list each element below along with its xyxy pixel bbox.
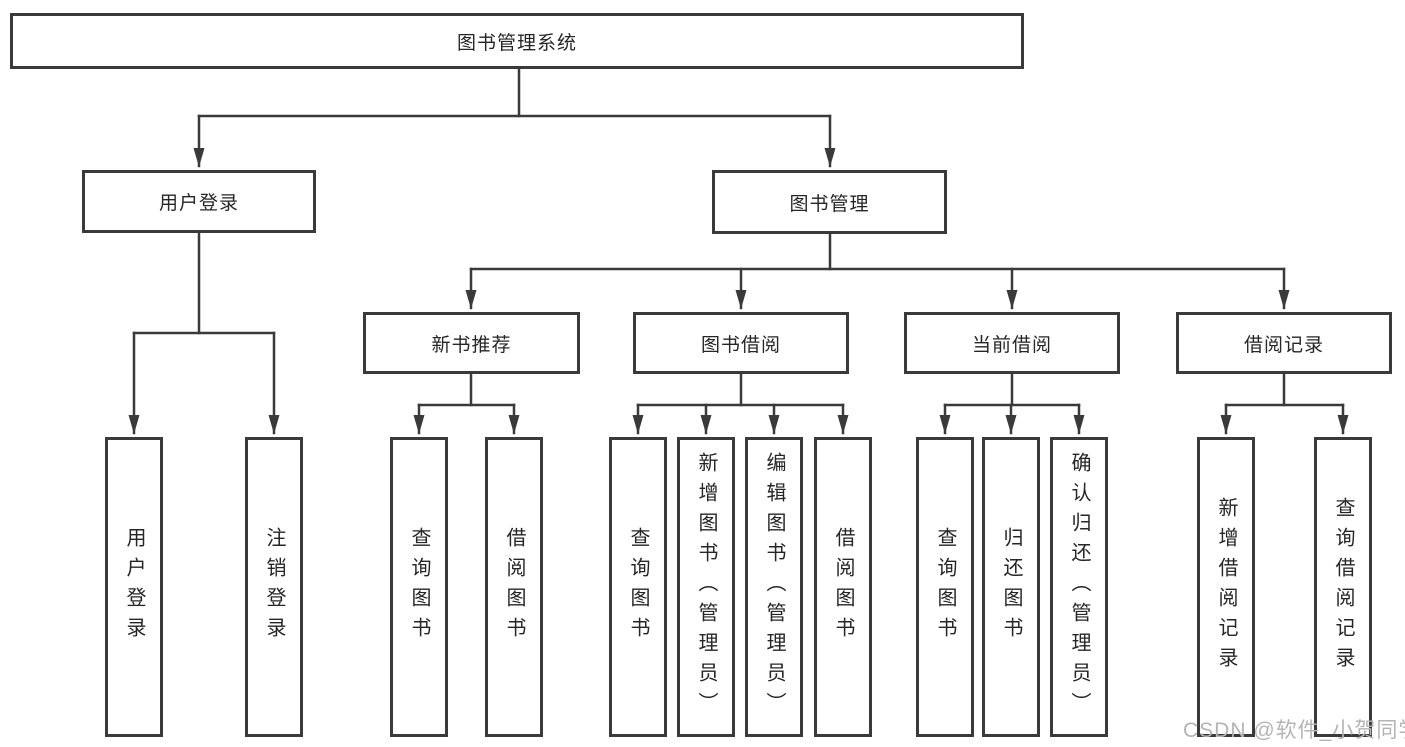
node-label: 借阅记录 — [1243, 334, 1324, 356]
node-current-borrow: 当前借阅 — [904, 312, 1120, 374]
leaf-user-login: 用户登录 — [105, 437, 163, 737]
leaf-borrow-edit-books-admin: 编辑图书（管理员） — [745, 437, 803, 737]
node-borrow-records: 借阅记录 — [1176, 312, 1392, 374]
leaf-borrow-query-books: 查询图书 — [609, 437, 667, 737]
node-label: 图书管理 — [789, 193, 870, 215]
leaf-logout-login: 注销登录 — [245, 437, 303, 737]
leaf-borrow-add-books-admin: 新增图书（管理员） — [677, 437, 735, 737]
leaf-borrow-borrow-books: 借阅图书 — [814, 437, 872, 737]
node-label: 图书管理系统 — [456, 32, 577, 54]
leaf-current-query-books: 查询图书 — [916, 437, 974, 737]
leaf-current-return-books: 归还图书 — [982, 437, 1040, 737]
node-label: 图书借阅 — [700, 334, 781, 356]
node-library-management-system: 图书管理系统 — [10, 13, 1024, 69]
leaf-label: 查询借阅记录 — [1332, 497, 1354, 677]
leaf-label: 用户登录 — [123, 527, 145, 647]
leaf-label: 归还图书 — [1000, 527, 1022, 647]
leaf-recommend-borrow-books: 借阅图书 — [485, 437, 543, 737]
node-label: 当前借阅 — [971, 334, 1052, 356]
leaf-label: 借阅图书 — [503, 527, 525, 647]
leaf-label: 确认归还（管理员） — [1068, 452, 1090, 722]
leaf-label: 查询图书 — [408, 527, 430, 647]
node-book-borrow: 图书借阅 — [633, 312, 849, 374]
leaf-label: 注销登录 — [263, 527, 285, 647]
leaf-current-confirm-return-admin: 确认归还（管理员） — [1050, 437, 1108, 737]
node-new-book-recommend: 新书推荐 — [363, 312, 580, 374]
node-book-management-branch: 图书管理 — [712, 170, 947, 234]
node-label: 新书推荐 — [431, 334, 512, 356]
node-user-login-branch: 用户登录 — [82, 170, 316, 233]
leaf-label: 借阅图书 — [832, 527, 854, 647]
leaf-label: 新增借阅记录 — [1215, 497, 1237, 677]
leaf-label: 新增图书（管理员） — [695, 452, 717, 722]
node-label: 用户登录 — [158, 193, 239, 214]
leaf-label: 查询图书 — [627, 527, 649, 647]
leaf-records-add-record: 新增借阅记录 — [1197, 437, 1255, 737]
leaf-records-query-record: 查询借阅记录 — [1314, 437, 1372, 737]
leaf-label: 查询图书 — [934, 527, 956, 647]
leaf-recommend-query-books: 查询图书 — [390, 437, 448, 737]
watermark-text: CSDN @软件_小贺同学 — [1183, 719, 1405, 742]
leaf-label: 编辑图书（管理员） — [763, 452, 785, 722]
